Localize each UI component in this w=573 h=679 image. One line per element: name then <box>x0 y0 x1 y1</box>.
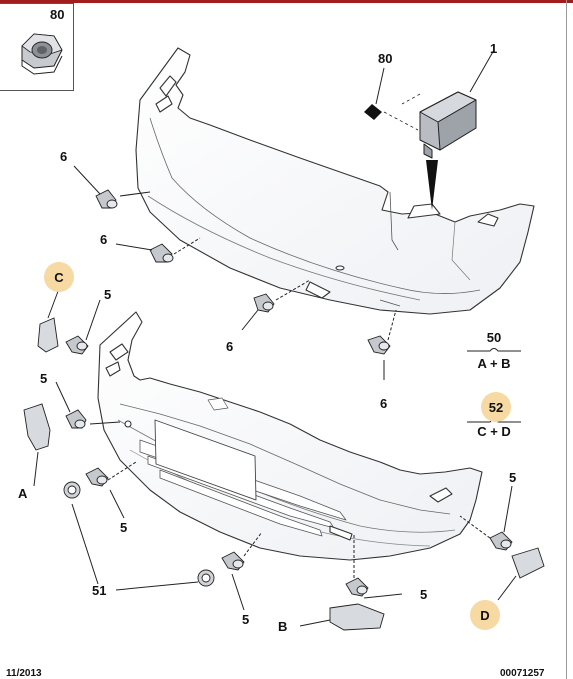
rear-sensor-label-1: 6 <box>60 149 68 164</box>
nut-label: 80 <box>50 7 65 22</box>
brackets <box>23 317 545 631</box>
ring-label: 51 <box>92 583 107 598</box>
rear-sensor-label-3: 6 <box>226 339 234 354</box>
front-sensor-label-1: 5 <box>104 287 112 302</box>
leader-lines <box>33 49 517 627</box>
rear-sensor-label-2: 6 <box>100 232 108 247</box>
callout-c: C <box>44 262 74 292</box>
hex-nut-icon <box>21 33 63 75</box>
rear-sensor-label-4: 6 <box>380 396 388 411</box>
module-label: 1 <box>490 41 498 56</box>
bracket-b-label: B <box>278 619 288 634</box>
front-sensor-label-6: 5 <box>509 470 517 485</box>
rear-bumper <box>135 47 535 315</box>
legend-group-1: 50 A + B <box>462 330 526 371</box>
footer-reference: 00071257 <box>500 668 545 679</box>
legend-group-2-number: 52 <box>481 392 511 422</box>
bracket-b <box>329 603 385 631</box>
bracket-a-label: A <box>18 486 28 501</box>
legend-group-2: C + D <box>462 424 526 439</box>
right-border <box>566 0 567 679</box>
sensors <box>65 189 513 597</box>
bracket-c <box>37 317 59 353</box>
bracket-d <box>511 547 545 579</box>
callout-d: D <box>470 600 500 630</box>
legend-group-1-text: A + B <box>477 356 511 371</box>
footer-date: 11/2013 <box>6 668 42 679</box>
front-sensor-label-3: 5 <box>120 520 128 535</box>
front-sensor-label-4: 5 <box>242 612 250 627</box>
front-sensor-label-2: 5 <box>40 371 48 386</box>
bracket-a <box>23 403 51 451</box>
legend-group-2-text: C + D <box>477 424 511 439</box>
control-module <box>419 91 477 159</box>
front-sensor-label-5: 5 <box>420 587 428 602</box>
connector-label: 80 <box>378 51 393 66</box>
front-bumper <box>97 311 483 561</box>
sensor-rings <box>63 481 215 587</box>
legend-group-1-number: 50 <box>486 330 502 345</box>
nut-part-box <box>0 3 74 91</box>
connector-plug <box>364 104 382 120</box>
arrow-pointer <box>426 160 438 210</box>
header-rule <box>0 0 573 3</box>
